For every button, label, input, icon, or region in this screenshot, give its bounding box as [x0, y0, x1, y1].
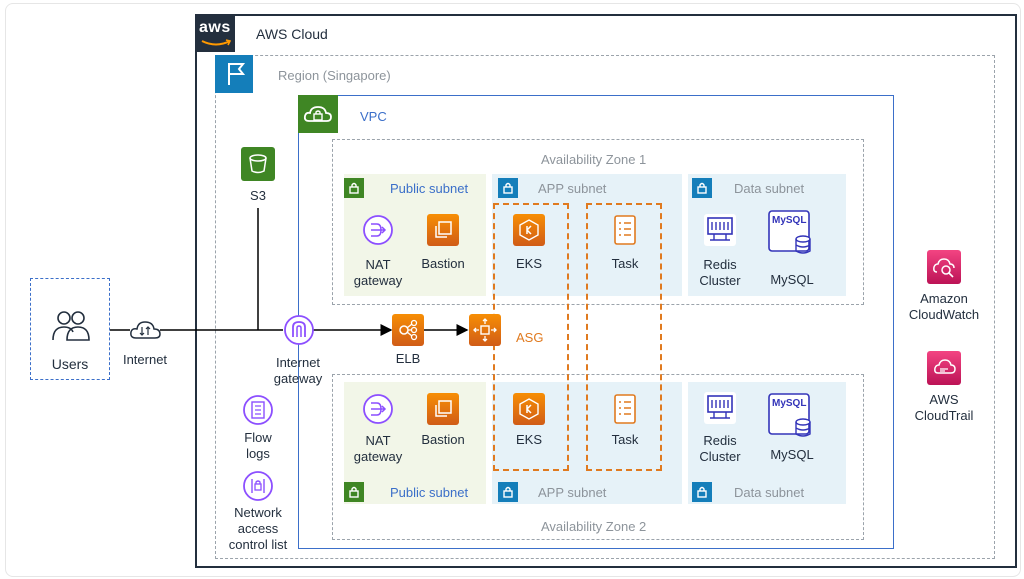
- aws-cloud-title: AWS Cloud: [256, 26, 328, 42]
- mysql-label: MySQL: [770, 272, 814, 287]
- availability-zone-1: [332, 139, 864, 305]
- bastion-ec2-icon: [427, 393, 459, 425]
- cloudtrail-icon: [927, 351, 961, 385]
- vpc-label: VPC: [360, 109, 387, 124]
- bastion-label: Bastion: [421, 432, 465, 447]
- cloudwatch-icon: [927, 250, 961, 284]
- redis-label-line2: Cluster: [699, 273, 741, 288]
- redis-label-line1: Redis: [703, 433, 737, 448]
- users-label: Users: [51, 356, 89, 372]
- task-label: Task: [611, 256, 639, 271]
- igw-label-line1: Internet: [275, 355, 321, 370]
- public-subnet-lock-icon: [344, 178, 364, 198]
- public-subnet-label-az2: Public subnet: [390, 485, 469, 500]
- eks-label: EKS: [515, 256, 542, 271]
- mysql-icon: MySQL: [767, 209, 813, 257]
- region-label: Region (Singapore): [278, 68, 391, 83]
- nat-gateway-icon: [363, 215, 393, 245]
- az2-label: Availability Zone 2: [541, 519, 647, 534]
- diagram-frame: [5, 3, 1021, 577]
- redis-icon: [704, 392, 736, 424]
- nacl-label-line2: access: [237, 521, 279, 536]
- nacl-label-line1: Network: [234, 505, 282, 520]
- public-subnet-lock-icon: [344, 482, 364, 502]
- nat-gateway-icon: [363, 394, 393, 424]
- data-subnet-lock-icon: [692, 482, 712, 502]
- app-subnet-lock-icon: [498, 482, 518, 502]
- bastion-label: Bastion: [421, 256, 465, 271]
- nat-label-line1: NAT: [365, 433, 391, 448]
- eks-label: EKS: [515, 432, 542, 447]
- s3-label: S3: [250, 188, 266, 203]
- s3-bucket-icon: [241, 147, 275, 181]
- flow-logs-label-line2: logs: [246, 446, 270, 461]
- elb-label: ELB: [395, 351, 421, 366]
- nat-label-line2: gateway: [353, 449, 403, 464]
- az1-label: Availability Zone 1: [541, 152, 647, 167]
- data-subnet-label-az2: Data subnet: [734, 485, 805, 500]
- aws-logo-icon: aws: [195, 14, 235, 52]
- internet-cloud-icon: [130, 321, 161, 339]
- vpc-icon: [298, 95, 338, 133]
- flow-logs-icon: [243, 395, 273, 425]
- task-label: Task: [611, 432, 639, 447]
- cloudtrail-label-line1: AWS: [929, 392, 959, 407]
- data-subnet-label-az1: Data subnet: [734, 181, 805, 196]
- region-group: [215, 55, 995, 559]
- mysql-label: MySQL: [770, 447, 814, 462]
- redis-icon: [704, 214, 736, 246]
- users-box: [30, 278, 110, 380]
- elb-icon: [392, 314, 424, 346]
- internet-gateway-icon: [284, 315, 314, 345]
- cloudtrail-label-line2: CloudTrail: [914, 408, 974, 423]
- app-subnet-lock-icon: [498, 178, 518, 198]
- task-icon: [614, 215, 636, 245]
- redis-label-line2: Cluster: [699, 449, 741, 464]
- eks-icon: [513, 214, 545, 246]
- region-flag-icon: [215, 55, 253, 93]
- nacl-label-line3: control list: [228, 537, 288, 552]
- data-subnet-lock-icon: [692, 178, 712, 198]
- redis-label-line1: Redis: [703, 257, 737, 272]
- igw-label-line2: gateway: [273, 371, 323, 386]
- internet-label: Internet: [122, 352, 168, 367]
- aws-cloud-group: [195, 14, 1017, 568]
- bastion-ec2-icon: [427, 214, 459, 246]
- asg-task-group: [586, 203, 662, 471]
- cloudwatch-label-line2: CloudWatch: [908, 307, 980, 322]
- users-icon: [52, 311, 90, 341]
- nat-label-line1: NAT: [365, 257, 391, 272]
- availability-zone-2: [332, 374, 864, 540]
- task-icon: [614, 394, 636, 424]
- eks-icon: [513, 393, 545, 425]
- auto-scaling-icon: [469, 314, 501, 346]
- mysql-icon: MySQL: [767, 392, 813, 440]
- app-subnet-label-az1: APP subnet: [538, 181, 607, 196]
- asg-label: ASG: [516, 330, 544, 345]
- public-subnet-label-az1: Public subnet: [390, 181, 469, 196]
- network-acl-icon: [243, 471, 273, 501]
- nat-label-line2: gateway: [353, 273, 403, 288]
- flow-logs-label-line1: Flow: [244, 430, 272, 445]
- cloudwatch-label-line1: Amazon: [920, 291, 968, 306]
- app-subnet-label-az2: APP subnet: [538, 485, 607, 500]
